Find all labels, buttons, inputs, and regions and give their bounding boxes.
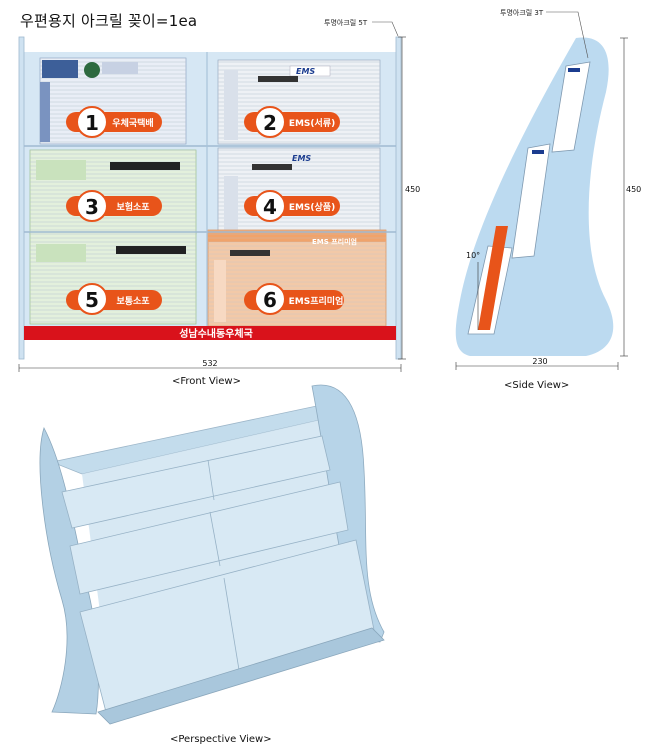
slot-label-3: 보험소포 bbox=[116, 201, 150, 213]
form-ems-label-1: EMS bbox=[296, 67, 315, 76]
slot-label-6: EMS프리미엄 bbox=[289, 295, 344, 307]
perspective-view-caption: <Perspective View> bbox=[170, 734, 272, 745]
front-view: EMS EMS EMS 프리미엄 1 우체국택배 2 EMS(서류) 3 보험소… bbox=[18, 18, 420, 372]
front-banner-text: 성남수내동우체국 bbox=[179, 327, 253, 340]
slot-label-1: 우체국택배 bbox=[112, 117, 153, 129]
front-material-note: 투명아크릴 5T bbox=[324, 18, 368, 27]
side-material-leader bbox=[546, 11, 589, 59]
front-material-leader bbox=[372, 21, 399, 37]
slot-badge-2: 2 EMS(서류) bbox=[244, 106, 340, 138]
side-pocket-mid bbox=[511, 143, 551, 259]
side-pocket-top bbox=[551, 61, 591, 153]
side-view-caption: <Side View> bbox=[504, 380, 570, 391]
side-dim-width: 230 bbox=[532, 357, 547, 366]
side-view: 10° 투명아크릴 3T 450 230 bbox=[455, 8, 641, 370]
slot-badge-3: 3 보험소포 bbox=[66, 190, 162, 222]
slot-label-5: 보통소포 bbox=[116, 296, 150, 307]
front-right-post bbox=[395, 36, 402, 360]
slot-label-4: EMS(상품) bbox=[289, 201, 335, 213]
slot-number-3: 3 bbox=[85, 195, 99, 219]
slot-number-4: 4 bbox=[263, 195, 277, 219]
front-dim-height: 450 bbox=[405, 185, 420, 194]
slot-number-1: 1 bbox=[85, 111, 99, 135]
side-angle: 10° bbox=[466, 251, 480, 260]
persp-tier-1 bbox=[61, 435, 331, 529]
front-left-post bbox=[18, 36, 25, 360]
persp-tier-2 bbox=[69, 481, 349, 595]
slot-badge-4: 4 EMS(상품) bbox=[244, 190, 340, 222]
slot-number-6: 6 bbox=[263, 288, 277, 312]
slot-number-5: 5 bbox=[85, 288, 99, 312]
page-title: 우편용지 아크릴 꽂이=1ea bbox=[20, 12, 198, 30]
persp-base bbox=[97, 627, 385, 725]
perspective-view bbox=[39, 384, 385, 725]
side-material-note: 투명아크릴 3T bbox=[500, 8, 544, 17]
slot-badge-5: 5 보통소포 bbox=[66, 283, 162, 315]
form-sheet-5 bbox=[29, 231, 197, 325]
form-ems-premium-label: EMS 프리미엄 bbox=[312, 237, 357, 246]
form-sheet-1 bbox=[39, 57, 187, 145]
form-sheet-6 bbox=[207, 229, 387, 327]
front-dim-width: 532 bbox=[202, 359, 217, 368]
side-dim-height: 450 bbox=[626, 185, 641, 194]
front-view-caption: <Front View> bbox=[172, 376, 241, 387]
form-sheet-4 bbox=[217, 147, 381, 235]
slot-badge-6: 6 EMS프리미엄 bbox=[244, 283, 344, 315]
form-sheet-3 bbox=[29, 149, 197, 235]
slot-number-2: 2 bbox=[263, 111, 277, 135]
front-banner bbox=[24, 326, 396, 340]
persp-left-side bbox=[39, 426, 99, 715]
slot-badge-1: 1 우체국택배 bbox=[66, 106, 162, 138]
side-orange-form bbox=[478, 226, 508, 330]
form-ems-label-2: EMS bbox=[292, 154, 311, 163]
slot-label-2: EMS(서류) bbox=[289, 117, 335, 129]
